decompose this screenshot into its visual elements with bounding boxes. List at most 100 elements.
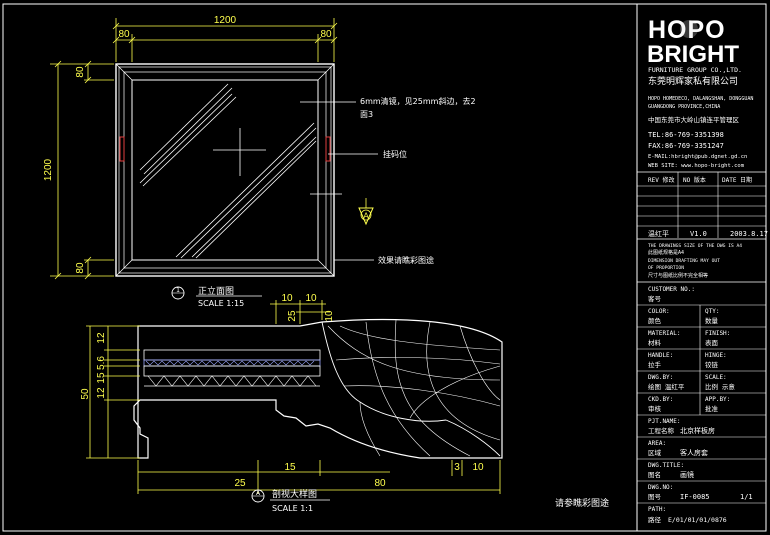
dim-section-b2: 15 [284,462,296,473]
dim-section-b1: 25 [234,478,246,489]
glass-layers [143,349,321,387]
svg-text:审核: 审核 [648,404,662,413]
logo-bottom: BRIGHT [647,41,739,68]
svg-text:温红平: 温红平 [648,229,669,238]
front-elevation: A 6mm清镜，见25mm斜边，去2 面3 挂码位 效果请瞧彩图途 1200 8… [43,15,476,308]
svg-text:V1.0: V1.0 [690,230,707,238]
address-line: 中国东莞市大岭山镇连平管理区 [648,115,740,124]
section-scale: SCALE 1:1 [272,504,313,513]
section-detail: 10 10 25 10 12 5.6 15 12 50 25 15 80 3 1… [80,293,503,513]
dim-left-bottom: 80 [75,262,86,274]
dwg-no-value: IF-0085 [680,493,710,501]
svg-text:拉手: 拉手 [648,360,662,369]
dim-left-top: 80 [75,66,86,78]
svg-text:QTY:: QTY: [705,308,719,315]
project-label: PJT.NAME: [648,418,681,425]
dim-section-v3: 15 [96,372,107,384]
elevation-title-num: 1 [176,287,180,294]
svg-text:REV 修改: REV 修改 [648,176,674,184]
svg-text:颜色: 颜色 [648,316,662,325]
svg-text:比例 示意: 比例 示意 [705,382,735,391]
svg-text:CKD.BY:: CKD.BY: [648,396,673,403]
svg-text:COLOR:: COLOR: [648,308,670,315]
dim-section-v2: 5.6 [96,356,107,370]
svg-text:表面: 表面 [705,338,719,347]
dim-top-right: 80 [320,29,332,40]
dim-section-b5: 10 [472,462,484,473]
path-label: PATH: [648,506,666,513]
dim-top-left: 80 [118,29,130,40]
sheet-note: THE DRAWINGS SIZE OF THE DWG IS A4 [648,243,742,249]
svg-text:铰链: 铰链 [705,360,719,369]
dim-section-w2: 10 [305,293,317,304]
dwg-title-value: 画镜 [680,470,694,479]
dim-section-h1: 25 [287,310,298,322]
svg-text:HANDLE:: HANDLE: [648,352,673,359]
note-glass-2: 面3 [360,110,373,119]
sheet-note: OF PROPORTION [648,265,684,271]
sheet-note: 尺寸与图纸比例不完全相等 [648,272,708,279]
path-value: E/01/01/01/0876 [668,516,727,524]
svg-text:MATERIAL:: MATERIAL: [648,330,681,337]
dim-section-b3: 80 [374,478,386,489]
glass-reflection-lines [139,83,317,259]
area-cn: 区域 [648,448,662,457]
field-customer-cn: 客号 [648,294,662,303]
address-line: GUANGDONG PROVINCE,CHINA [648,104,720,110]
svg-text:APP.BY:: APP.BY: [705,396,730,403]
sheet-note: DIMENSION DRAFTING MAY OUT [648,258,720,264]
frame-profile [133,318,503,459]
section-marker-label: A [363,212,369,221]
center-mark [213,128,266,176]
svg-text:DWG.BY:: DWG.BY: [648,374,673,381]
bottom-note: 请参瞧彩图途 [555,497,609,509]
dim-section-v5: 50 [80,388,91,400]
project-cn: 工程名称 [648,426,675,435]
svg-text:HINGE:: HINGE: [705,352,727,359]
svg-text:SCALE:: SCALE: [705,374,727,381]
field-customer-en: CUSTOMER NO.: [648,286,695,293]
svg-text:材料: 材料 [648,338,662,347]
dwg-no-label: DWG.NO: [648,484,673,491]
svg-text:2003.8.17: 2003.8.17 [730,230,768,238]
mirror-frame-outer [115,63,335,277]
dwg-title-label: DWG.TITLE: [648,462,684,469]
elevation-scale: SCALE 1:15 [198,299,244,308]
mirror-glass-panel [131,79,319,261]
address-line: WEB SITE: www.hopo-bright.com [648,163,745,169]
svg-text:DATE 日期: DATE 日期 [722,176,752,184]
section-title: 剖视大样图 [272,488,317,500]
dim-section-v4: 12 [96,387,107,399]
dim-section-b4: 3 [454,462,460,473]
svg-text:FINISH:: FINISH: [705,330,730,337]
dwg-no-cn: 图号 [648,493,662,501]
hanging-hardware-left [119,136,125,162]
logo-top: HOPO [648,16,726,44]
dim-left-total: 1200 [43,158,54,181]
address-line: HOPO HOMEDECO, DALANGSHAN, DONGGUAN [648,96,753,102]
dim-section-h2: 10 [324,310,335,322]
sheet-note: 此图纸规格是A4 [648,249,684,256]
project-value: 北京样板房 [680,426,715,435]
dwg-title-cn: 图名 [648,470,661,479]
company-en: FURNITURE GROUP CO.,LTD. [648,66,742,74]
hanging-hardware-right [325,136,331,162]
svg-text:批准: 批准 [705,404,719,413]
field-rows: COLOR: 颜色 QTY: 数量 MATERIAL: 材料 FINISH: 表… [637,305,766,416]
svg-text:绘图 温红平: 绘图 温红平 [648,382,685,391]
company-cn: 东莞明辉家私有限公司 [648,75,738,87]
sheet-border [2,3,767,532]
area-label: AREA: [648,440,666,447]
area-value: 客人房套 [680,448,708,457]
dim-top-total: 1200 [214,15,237,26]
revision-row: 温红平 V1.0 2003.8.17 [648,229,768,238]
note-hardware: 挂码位 [383,149,407,159]
svg-text:NO 版本: NO 版本 [683,176,706,184]
note-effect: 效果请瞧彩图途 [378,255,434,265]
address-line: E-MAIL:hbright@pub.dgnet.gd.cn [648,154,747,160]
elevation-title: 正立面图 [198,285,234,297]
section-title-num: A [256,490,261,497]
section-carving-lines [327,319,501,457]
sheet-count: 1/1 [740,493,753,501]
